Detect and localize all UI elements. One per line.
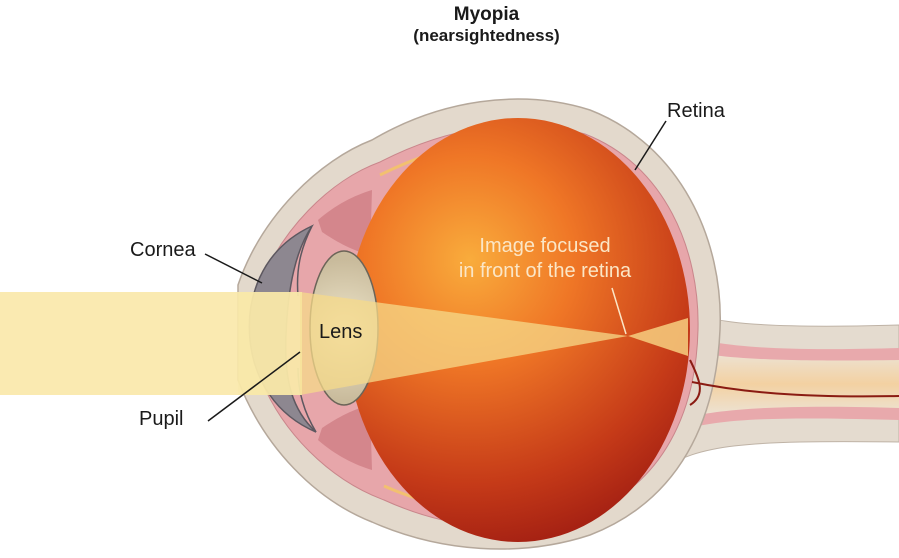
pupil-label: Pupil xyxy=(139,408,183,431)
diagram-subtitle: (nearsightedness) xyxy=(74,26,899,46)
title-block: Myopia (nearsightedness) xyxy=(0,4,899,46)
cornea-label: Cornea xyxy=(130,239,196,262)
focus-annotation-line-1: Image focused xyxy=(420,234,670,259)
focus-annotation: Image focused in front of the retina xyxy=(420,234,670,284)
light-overlay xyxy=(238,292,302,395)
diagram-title: Myopia xyxy=(74,4,899,26)
focus-annotation-line-2: in front of the retina xyxy=(420,259,670,284)
lens-label: Lens xyxy=(319,321,362,344)
retina-label: Retina xyxy=(667,100,725,123)
